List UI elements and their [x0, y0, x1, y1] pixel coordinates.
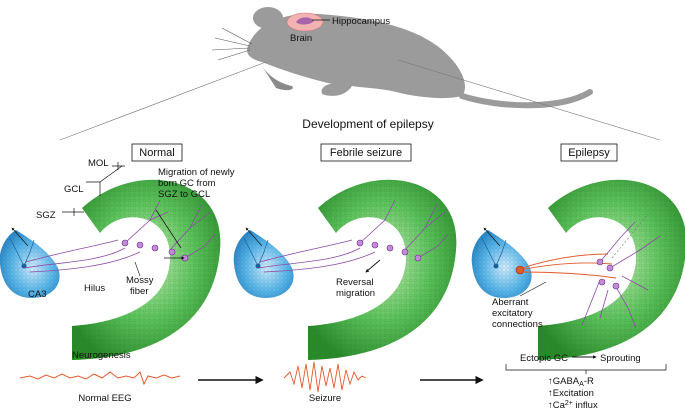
dentate-gyrus-normal — [72, 179, 221, 360]
sprouting-label: Sprouting — [600, 353, 641, 364]
ca3-region-normal — [0, 230, 60, 298]
calcium-effect: ↑Ca2+ influx — [548, 400, 598, 411]
reversal-label-line2: migration — [336, 288, 375, 299]
mossy-label-line2: fiber — [130, 286, 148, 297]
mouse-illustration — [211, 7, 593, 109]
febrile-panel: Reversal migration — [233, 179, 457, 360]
seizure-eeg-trace — [283, 361, 367, 393]
gaba-effect: ↑GABAA-R — [548, 376, 594, 388]
panel-title-epilepsy: Epilepsy — [560, 143, 618, 162]
excitation-effect: ↑Excitation — [548, 388, 594, 399]
aberrant-label-line2: excitatory — [492, 308, 533, 319]
migration-label-line1: Migration of newly — [158, 167, 235, 178]
migration-pointer — [155, 209, 182, 249]
reversal-label-line1: Reversal — [336, 277, 374, 288]
normal-panel: MOL GCL SGZ Migration of newly born GC f… — [0, 158, 235, 361]
hippocampus-label: Hippocampus — [332, 16, 390, 27]
layer-brackets — [62, 162, 125, 216]
ca3-output-arrow — [11, 227, 29, 247]
sgz-label: SGZ — [36, 210, 56, 221]
svg-text:Normal: Normal — [139, 147, 174, 159]
reversal-arrow — [365, 259, 381, 273]
projection-line-left — [59, 61, 267, 141]
normal-eeg-label: Normal EEG — [78, 393, 131, 404]
neurogenesis-label: Neurogenesis — [72, 350, 131, 361]
dentate-gyrus-febrile — [308, 179, 457, 360]
svg-text:Febrile seizure: Febrile seizure — [330, 147, 402, 159]
brain-label: Brain — [290, 33, 312, 44]
ca3-region-epilepsy — [471, 230, 532, 298]
migration-label-line3: SGZ to GCL — [158, 189, 210, 200]
outcome-bracket — [505, 364, 667, 374]
normal-eeg-trace — [19, 371, 181, 386]
aberrant-pointer — [519, 281, 547, 297]
hilus-label: Hilus — [84, 283, 105, 294]
aberrant-label-line1: Aberrant — [492, 297, 529, 308]
svg-text:Epilepsy: Epilepsy — [568, 147, 610, 159]
mossy-fibers-normal — [23, 239, 141, 273]
ca3-region-febrile — [233, 230, 294, 298]
gc-dendrites-normal — [124, 199, 216, 259]
mossy-label-line1: Mossy — [126, 275, 154, 286]
mossy-pointer — [134, 261, 141, 277]
projection-line-right — [397, 59, 661, 141]
ca3-dendrites — [9, 237, 35, 267]
aberrant-connections — [519, 253, 617, 279]
mossy-fibers-febrile — [257, 239, 376, 273]
aberrant-label-line3: connections — [492, 319, 543, 330]
sprouting-fibers — [581, 221, 661, 329]
ca3-label: CA3 — [28, 289, 46, 300]
granule-cells-epilepsy — [596, 258, 620, 290]
mol-label: MOL — [88, 158, 109, 169]
granule-cells-febrile — [356, 239, 422, 262]
epilepsy-panel: Aberrant excitatory connections — [471, 179, 685, 360]
panel-title-febrile: Febrile seizure — [320, 143, 412, 162]
panel-title-normal: Normal — [131, 143, 183, 162]
gcl-label: GCL — [64, 184, 84, 195]
ectopic-gc-label: Ectopic GC — [520, 353, 568, 364]
diagram-title: Development of epilepsy — [302, 117, 433, 131]
migration-label-line2: born GC from — [158, 178, 216, 189]
seizure-label: Seizure — [309, 393, 341, 404]
